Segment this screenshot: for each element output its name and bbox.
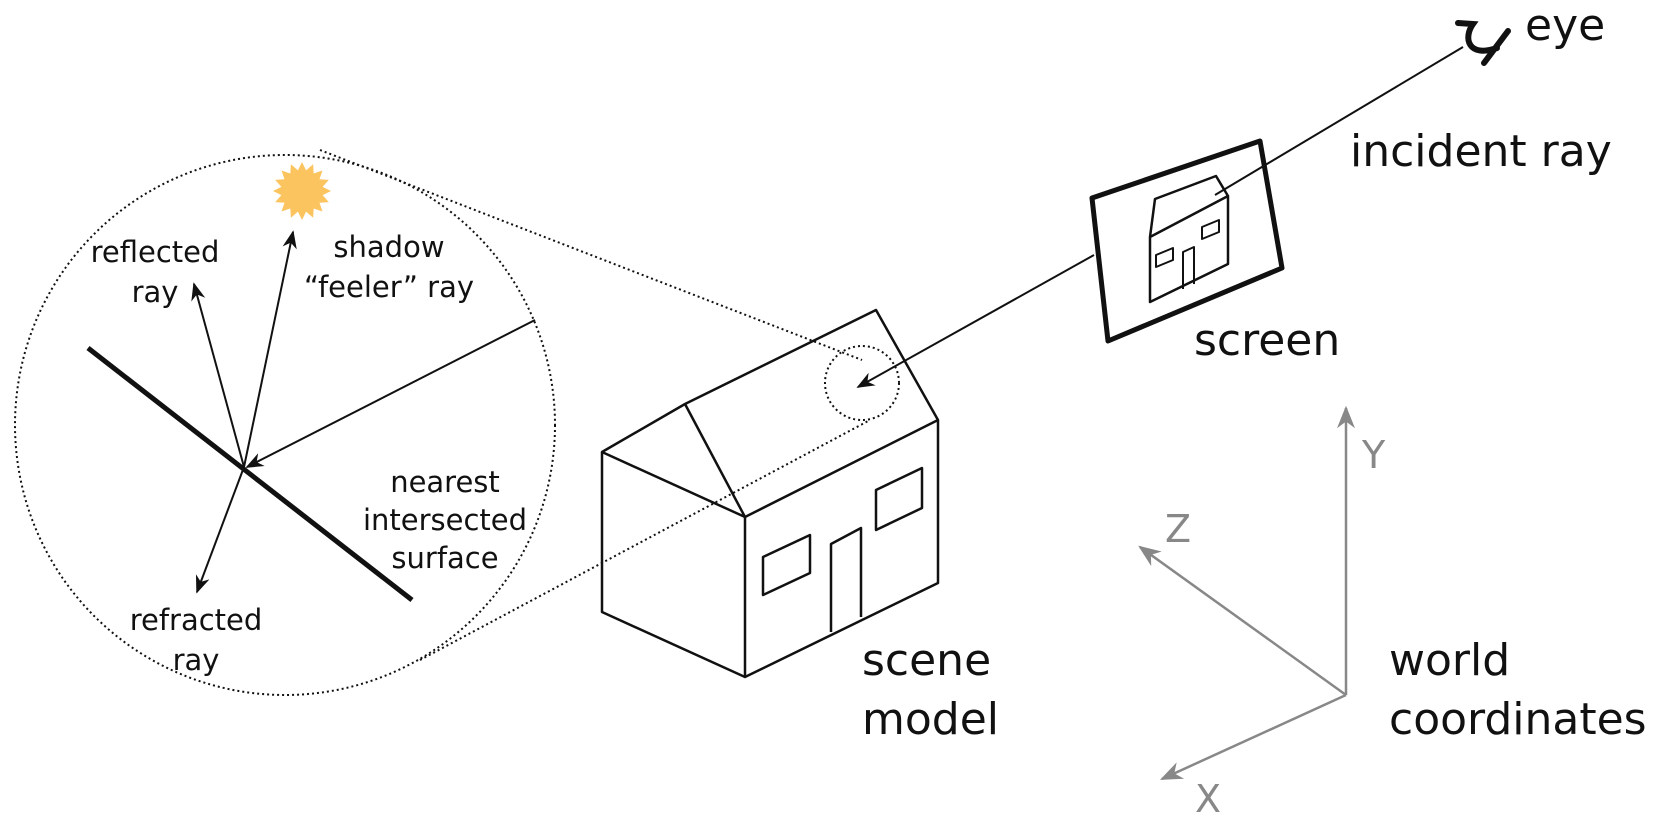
zoom-connector-top [319, 149, 863, 361]
refracted-ray-label-line2: ray [173, 643, 220, 677]
nearest-surface-label-line1: nearest [390, 465, 500, 499]
refracted-ray-label-line1: refracted [130, 603, 263, 637]
shadow-feeler-label-line2: “feeler” ray [304, 270, 474, 304]
screen-house-window-left [1155, 247, 1174, 268]
incident-ray-label: incident ray [1350, 126, 1612, 177]
shadow-feeler-label-line1: shadow [333, 230, 444, 264]
house-outline [600, 308, 940, 679]
reflected-ray-label-line2: ray [132, 275, 179, 309]
reflected-ray-arrow [191, 282, 245, 468]
eye-icon-lens [1481, 28, 1511, 66]
zoom-inset [14, 149, 900, 696]
light-source-icon [273, 162, 331, 220]
screen-plane [1089, 138, 1285, 344]
nearest-surface-label-line3: surface [391, 541, 498, 575]
nearest-surface-line [86, 346, 414, 602]
surface-detail [86, 162, 536, 602]
incident-ray-line [1214, 46, 1464, 196]
screen-frame [1089, 138, 1285, 344]
shadow-feeler-ray-arrow [243, 230, 297, 468]
house-gable-edge [683, 403, 747, 518]
eye-label: eye [1525, 0, 1605, 51]
world-axes [1138, 405, 1355, 781]
eye-icon-lid [1455, 20, 1500, 54]
zoom-connector-bottom [419, 419, 871, 661]
scene-model-label-line2: model [862, 694, 999, 745]
house-window-left [761, 533, 812, 597]
x-axis-label: X [1195, 777, 1221, 818]
nearest-surface-label-line2: intersected [363, 503, 527, 537]
ray-screen-to-scene [856, 254, 1095, 388]
house-window-right [874, 466, 924, 532]
house-door [829, 526, 863, 632]
screen-house-outline [1148, 174, 1230, 304]
z-axis [1138, 545, 1347, 697]
world-coordinates-label-line1: world [1389, 635, 1510, 686]
reflected-ray-label-line1: reflected [91, 235, 220, 269]
scene-model-label-line1: scene [862, 635, 991, 686]
z-axis-label: Z [1165, 507, 1191, 551]
refracted-ray-arrow [195, 466, 245, 594]
screen-label: screen [1194, 315, 1340, 366]
zoom-circle [14, 154, 556, 696]
x-axis [1159, 693, 1347, 781]
incoming-ray [245, 319, 536, 468]
eye-icon [1455, 20, 1511, 66]
world-coordinates-label-line2: coordinates [1389, 694, 1647, 745]
intersection-highlight-circle [824, 345, 900, 421]
y-axis-label: Y [1361, 433, 1386, 477]
house-scene-model [600, 308, 940, 679]
screen-house-door [1182, 246, 1195, 289]
screen-house-window-right [1201, 219, 1220, 240]
